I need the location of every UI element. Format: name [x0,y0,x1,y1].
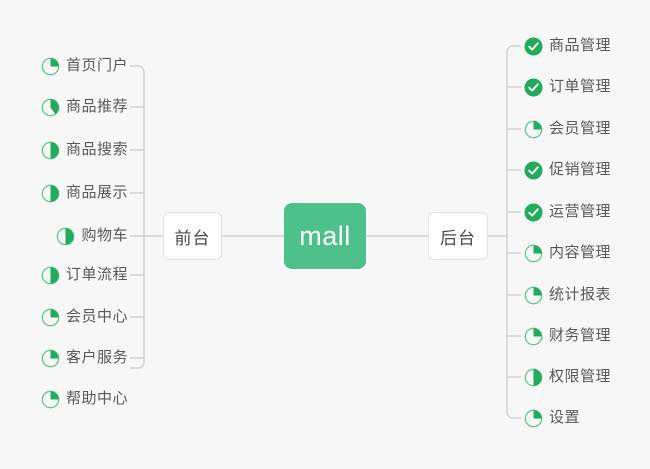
leaf-item[interactable]: 帮助中心 [41,386,128,412]
leaf-item[interactable]: 商品推荐 [41,94,128,120]
leaf-item[interactable]: 会员管理 [524,116,611,142]
check-circle-icon [524,78,543,97]
pie-progress-icon [56,227,75,246]
right-bus-spine [506,45,521,419]
leaf-item-label: 首页门户 [65,57,128,74]
leaf-item-label: 权限管理 [549,368,612,385]
leaf-item[interactable]: 购物车 [56,223,128,249]
leaf-item-label: 商品展示 [65,184,128,201]
leaf-item-label: 设置 [549,409,581,426]
leaf-item[interactable]: 统计报表 [524,282,611,308]
node-root[interactable]: mall [284,203,366,269]
leaf-item-label: 促销管理 [549,161,612,178]
pie-progress-icon [41,349,60,368]
leaf-item-label: 订单管理 [549,78,612,95]
leaf-item-label: 统计报表 [549,286,612,303]
pie-progress-icon [524,327,543,346]
leaf-item[interactable]: 首页门户 [41,53,128,79]
pie-progress-icon [41,141,60,160]
leaf-item-label: 财务管理 [549,327,612,344]
pie-progress-icon [41,57,60,76]
node-back-office-label: 后台 [440,228,476,248]
leaf-item[interactable]: 权限管理 [524,364,611,390]
leaf-item-label: 会员中心 [65,308,128,325]
pie-progress-icon [41,184,60,203]
leaf-item-label: 商品管理 [549,37,612,54]
node-root-label: mall [299,220,351,251]
left-bus-spine [130,65,145,369]
check-circle-icon [524,203,543,222]
pie-progress-icon [524,286,543,305]
pie-progress-icon [41,308,60,327]
node-front-desk[interactable]: 前台 [163,212,222,260]
leaf-item[interactable]: 客户服务 [41,345,128,371]
check-circle-icon [524,161,543,180]
leaf-item-label: 购物车 [81,227,128,244]
leaf-item-label: 商品推荐 [65,98,128,115]
pie-progress-icon [41,390,60,409]
leaf-item-label: 会员管理 [549,120,612,137]
leaf-item[interactable]: 商品管理 [524,33,611,59]
leaf-item[interactable]: 订单流程 [41,262,128,288]
leaf-item-label: 客户服务 [65,349,128,366]
node-front-desk-label: 前台 [174,228,211,248]
pie-progress-icon [41,266,60,285]
pie-progress-icon [524,409,543,428]
leaf-item[interactable]: 运营管理 [524,199,611,225]
leaf-item-label: 商品搜索 [65,141,128,158]
leaf-item-label: 内容管理 [549,244,612,261]
leaf-item-label: 运营管理 [549,203,612,220]
pie-progress-icon [41,98,60,117]
leaf-item[interactable]: 促销管理 [524,157,611,183]
leaf-item[interactable]: 订单管理 [524,74,611,100]
pie-progress-icon [524,244,543,263]
check-circle-icon [524,37,543,56]
leaf-item[interactable]: 内容管理 [524,240,611,266]
leaf-item[interactable]: 会员中心 [41,304,128,330]
leaf-item-label: 帮助中心 [65,390,128,407]
leaf-item[interactable]: 商品搜索 [41,137,128,163]
leaf-item[interactable]: 商品展示 [41,180,128,206]
pie-progress-icon [524,120,543,139]
leaf-item[interactable]: 设置 [524,405,580,431]
leaf-item-label: 订单流程 [65,266,128,283]
pie-progress-icon [524,368,543,387]
leaf-item[interactable]: 财务管理 [524,323,611,349]
node-back-office[interactable]: 后台 [428,212,488,260]
